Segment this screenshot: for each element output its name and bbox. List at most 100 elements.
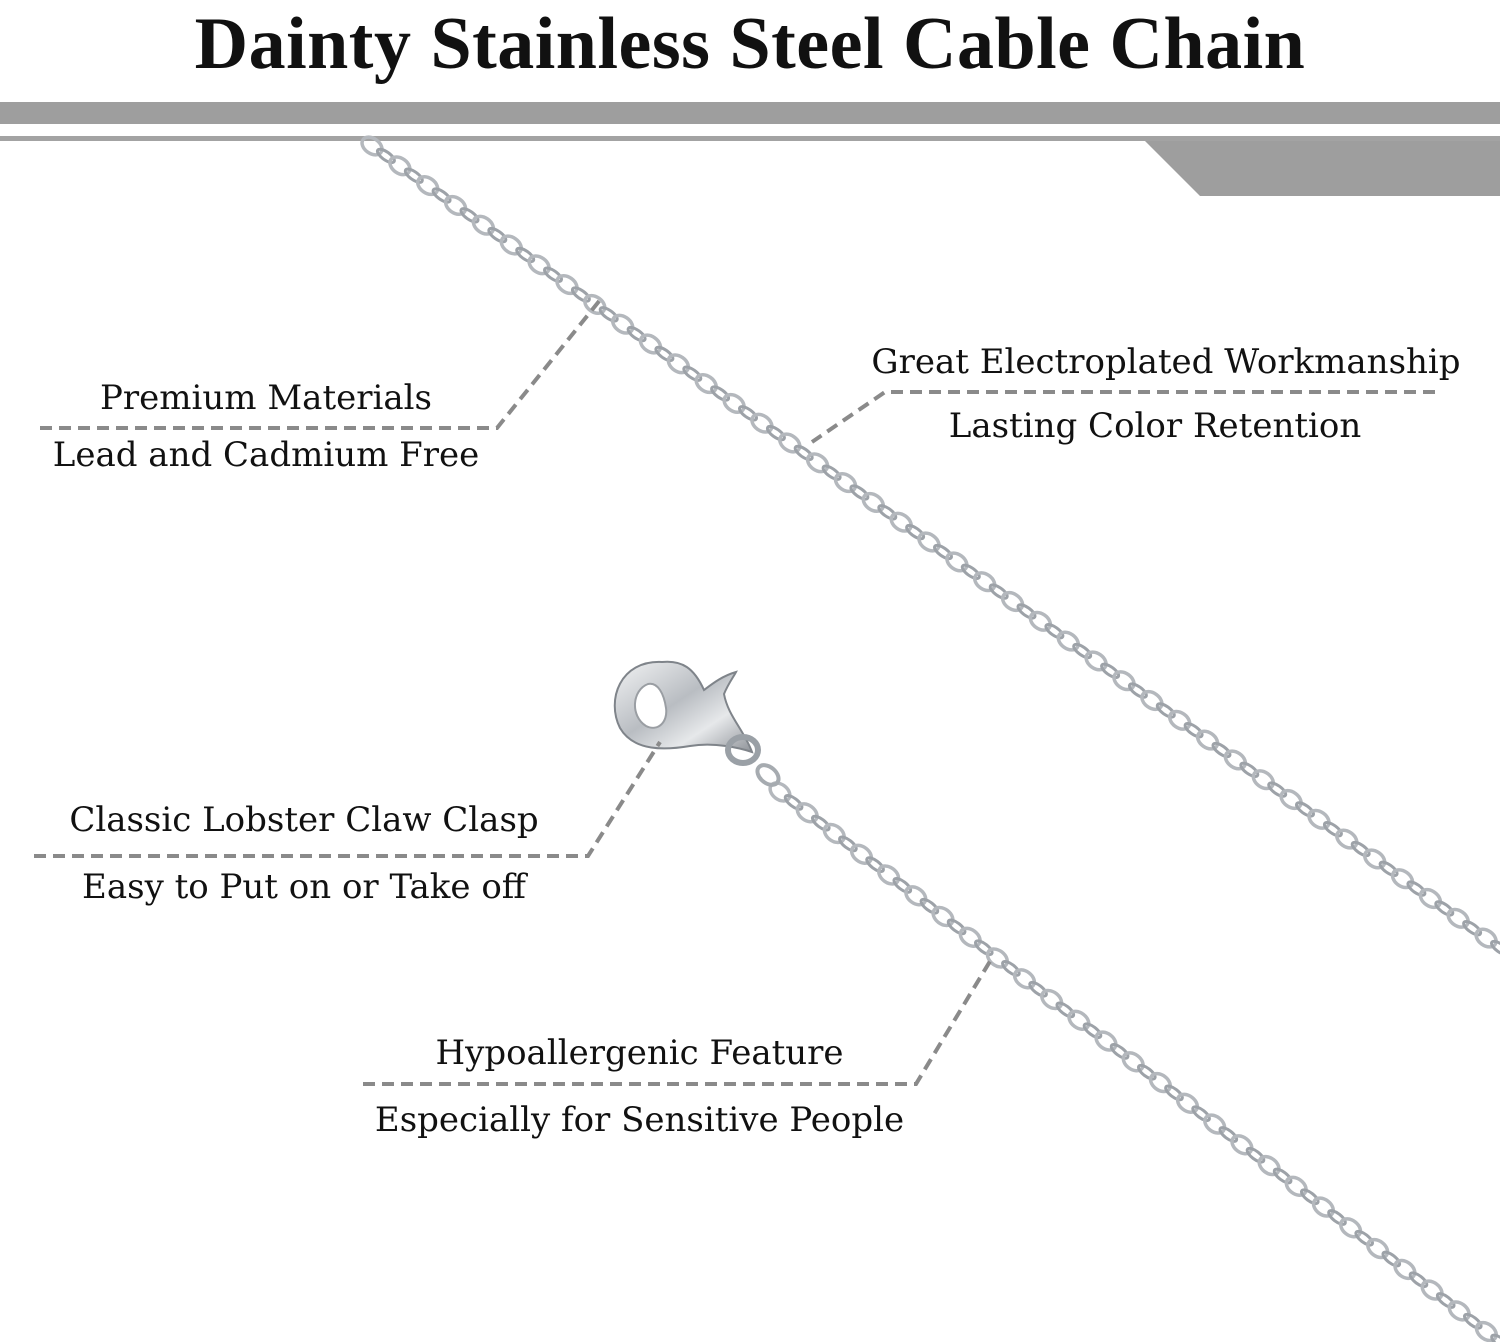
chain-link xyxy=(1490,939,1500,957)
chain-link xyxy=(499,234,524,256)
feature-hypoallergenic-subtitle: Especially for Sensitive People xyxy=(374,1100,905,1140)
feature-clasp-title: Classic Lobster Claw Clasp xyxy=(69,800,539,840)
chain-link xyxy=(778,432,802,454)
chain-link xyxy=(654,345,675,363)
chain-link xyxy=(861,491,886,513)
chain-link xyxy=(1164,1084,1184,1102)
chain-link xyxy=(1420,1279,1444,1301)
chain-link xyxy=(443,194,468,216)
chain-link xyxy=(1418,887,1443,910)
header-tab xyxy=(1145,141,1500,196)
chain-link xyxy=(917,531,941,553)
chain-link xyxy=(682,365,703,382)
chain-link xyxy=(1127,682,1148,699)
chain-link xyxy=(805,452,830,474)
chain-link xyxy=(946,918,967,936)
chain-link xyxy=(403,167,424,184)
chain-link xyxy=(415,175,440,197)
chain-link xyxy=(1299,1188,1320,1206)
chain-link xyxy=(865,856,885,873)
chain-link xyxy=(1072,642,1093,660)
chain-link xyxy=(471,214,496,236)
chain-link xyxy=(375,147,396,165)
chain-link xyxy=(1136,1063,1157,1081)
leader-line-clasp xyxy=(34,740,662,858)
chain-link xyxy=(1272,1167,1293,1185)
chain-link xyxy=(738,405,758,422)
chain-link xyxy=(1028,610,1053,632)
chain-link xyxy=(1155,702,1176,719)
chain-link xyxy=(527,254,551,276)
leader-line-materials xyxy=(40,298,602,430)
chain-link xyxy=(1191,1105,1211,1123)
chain-link xyxy=(877,504,898,521)
chain-link xyxy=(626,325,647,343)
chain-link xyxy=(931,905,955,928)
chain-link xyxy=(1338,1217,1363,1239)
chain-link xyxy=(1447,1300,1471,1322)
chain-link xyxy=(1084,650,1108,672)
chain-link xyxy=(1223,749,1248,771)
chain-link xyxy=(1012,968,1037,990)
chain-link xyxy=(1257,1154,1281,1177)
chain-link xyxy=(1000,590,1025,613)
chain-link xyxy=(710,385,731,402)
chain-link xyxy=(1390,868,1415,890)
chain-link xyxy=(666,353,691,375)
chain-link xyxy=(765,424,786,442)
feature-materials-title: Premium Materials xyxy=(100,378,432,418)
chain-link xyxy=(1148,1071,1173,1094)
chain-link xyxy=(555,274,579,296)
chain-link xyxy=(972,571,997,593)
chain-link xyxy=(783,794,804,811)
chain-link xyxy=(1175,1092,1200,1115)
chain-link xyxy=(515,246,536,264)
chain-link xyxy=(1435,1292,1456,1309)
chain-link xyxy=(985,947,1010,969)
chain-link xyxy=(892,877,913,894)
chain-link xyxy=(1490,1333,1500,1342)
chain-link xyxy=(1230,1134,1254,1156)
chain-link xyxy=(889,511,913,533)
feature-materials-subtitle: Lead and Cadmium Free xyxy=(52,435,480,475)
chain-link xyxy=(1251,769,1276,791)
chain-link xyxy=(905,523,926,541)
chain-link xyxy=(1284,1175,1308,1198)
chain-lower-strand xyxy=(768,781,1500,1342)
chain-link xyxy=(487,226,508,244)
chain-link xyxy=(1366,1237,1390,1260)
chain-link xyxy=(1381,1250,1402,1268)
chain-link xyxy=(904,885,928,907)
chain-link xyxy=(459,207,480,224)
chain-link xyxy=(1044,623,1065,640)
chain-link xyxy=(1056,630,1081,652)
page-title: Dainty Stainless Steel Cable Chain xyxy=(194,3,1306,85)
chain-link xyxy=(388,155,412,177)
chain-link xyxy=(1082,1022,1103,1040)
chain-link xyxy=(1446,907,1470,929)
chain-link xyxy=(1167,709,1192,731)
chain-link xyxy=(973,939,994,957)
chain-link xyxy=(638,333,663,355)
feature-hypoallergenic-title: Hypoallergenic Feature xyxy=(435,1033,844,1073)
chain-link xyxy=(1140,689,1164,712)
chain-link xyxy=(1462,920,1483,937)
chain-link xyxy=(945,551,969,573)
chain-link xyxy=(1311,1196,1336,1218)
chain-link xyxy=(1474,1320,1499,1342)
chain-link xyxy=(1016,603,1037,620)
chain-link xyxy=(933,543,953,561)
chain-link xyxy=(810,814,831,832)
chain-link xyxy=(598,306,619,323)
chain-link xyxy=(960,563,981,580)
chain-link xyxy=(1028,980,1048,998)
chain-link xyxy=(1112,670,1136,692)
chain-link xyxy=(1267,781,1288,798)
chain-link xyxy=(849,843,874,866)
chain-link xyxy=(1327,1209,1347,1226)
chain-link xyxy=(958,926,982,949)
chain-link xyxy=(1121,1051,1145,1073)
header-rule xyxy=(0,136,1500,141)
feature-plating-subtitle: Lasting Color Retention xyxy=(948,406,1362,446)
